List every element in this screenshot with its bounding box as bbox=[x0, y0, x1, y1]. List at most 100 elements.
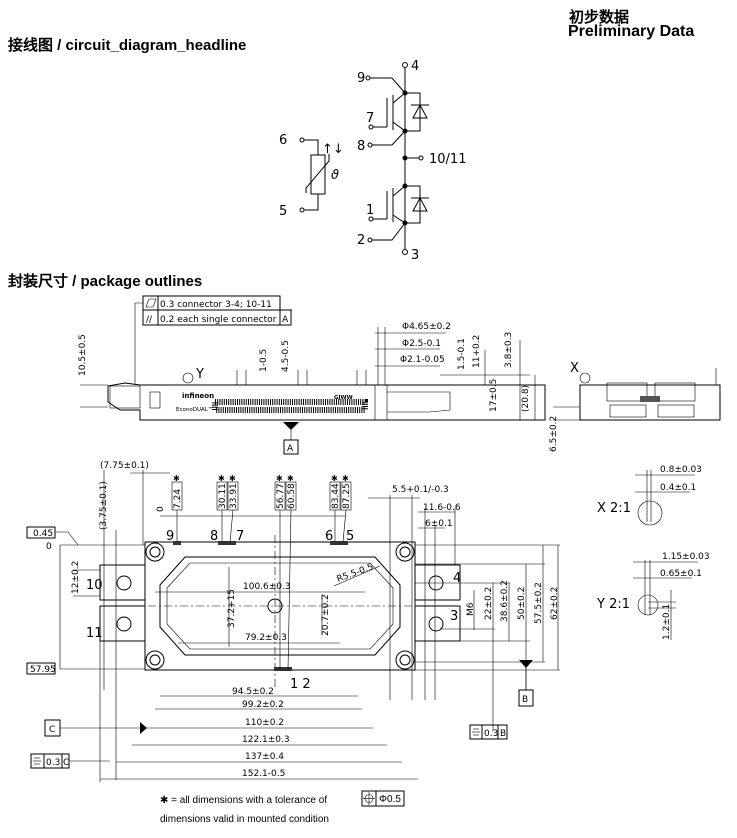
pin-11: 11 bbox=[86, 626, 103, 641]
pin-6: 6 bbox=[325, 529, 333, 544]
dim-phi-4-65: Φ4.65±0.2 bbox=[402, 322, 451, 332]
circuit-diagram-heading: 接线图 / circuit_diagram_headline bbox=[8, 37, 247, 54]
star-mark: ✱ bbox=[287, 474, 294, 483]
ntc-thermistor-icon bbox=[299, 137, 330, 213]
pin-pos-30-11: 30.11 bbox=[218, 483, 228, 509]
footnote-line-2: dimensions valid in mounted condition bbox=[160, 814, 329, 825]
dim-17: 17±0.5 bbox=[489, 379, 499, 412]
side-view: // 0.3 connector 3-4; 10-11 0.2 each sin… bbox=[78, 295, 721, 455]
tol-b-ref: B bbox=[500, 729, 506, 739]
detail-y: 1.15±0.03 0.65±0.1 1.2±0.1 Y 2:1 bbox=[596, 552, 710, 640]
brand-logo: infineon bbox=[182, 392, 214, 400]
dim-3-8: 3.8±0.3 bbox=[504, 332, 514, 368]
diode-top-icon bbox=[405, 92, 429, 132]
dim-4-5: 4.5-0.5 bbox=[281, 340, 291, 372]
datum-a: A bbox=[287, 444, 294, 454]
tol-c: 0.3 bbox=[46, 758, 60, 768]
flatness-icon bbox=[145, 298, 157, 308]
dim-57-95: 57.95 bbox=[30, 665, 56, 675]
symmetry-icon bbox=[33, 757, 41, 765]
dim-6: 6±0.1 bbox=[425, 519, 453, 529]
igbt-top-icon bbox=[365, 75, 406, 148]
star-mark: ✱ bbox=[218, 474, 225, 483]
dim-0-4: 0.4±0.1 bbox=[660, 483, 696, 493]
pin-pos-56-77: 56.77 bbox=[276, 483, 286, 509]
dim-99-2: 99.2±0.2 bbox=[242, 700, 284, 710]
dim-137: 137±0.4 bbox=[245, 752, 284, 762]
star-mark: ✱ bbox=[331, 474, 338, 483]
detail-x-title: X 2:1 bbox=[597, 501, 631, 516]
pin-8: 8 bbox=[210, 529, 218, 544]
dim-1: 1-0.5 bbox=[259, 349, 269, 372]
pin-1-2: 1 2 bbox=[290, 677, 311, 692]
dim-r5-5: R5.5-0.5 bbox=[336, 562, 375, 584]
symmetry-icon bbox=[472, 728, 480, 736]
star-mark: ✱ bbox=[173, 474, 180, 483]
pin-label-6: 6 bbox=[279, 133, 287, 148]
footnote: ✱ = all dimensions with a tolerance of Φ… bbox=[160, 790, 405, 825]
pin-5: 5 bbox=[346, 529, 354, 544]
dim-0-8: 0.8±0.03 bbox=[660, 465, 702, 475]
dim-79-2: 79.2±0.3 bbox=[245, 633, 287, 643]
view-x-label: X bbox=[570, 361, 579, 376]
status-cn: 初步数据 bbox=[569, 9, 630, 26]
pin-4: 4 bbox=[453, 571, 461, 586]
dim-20-7: 20.7±0.2 bbox=[321, 594, 331, 636]
dim-1-2: 1.2±0.1 bbox=[662, 604, 672, 640]
note-row-2: 0.2 each single connector bbox=[160, 315, 277, 325]
dim-11-6: 11.6-0.6 bbox=[423, 503, 461, 513]
pin-pos-33-91: 33.91 bbox=[229, 483, 239, 509]
note-ref: A bbox=[282, 315, 289, 325]
dim-phi-2-1: Φ2.1-0.05 bbox=[400, 355, 445, 365]
package-outlines-heading: 封装尺寸 / package outlines bbox=[8, 273, 203, 290]
pin-pos-7-24: 7.24 bbox=[173, 489, 183, 509]
dim-phi-2-5: Φ2.5-0.1 bbox=[402, 339, 441, 349]
pin-label-7: 7 bbox=[366, 111, 374, 126]
dim-37-2: 37.2+15 bbox=[227, 589, 237, 628]
ntc-symbol: ϑ bbox=[331, 168, 339, 183]
detail-x: 0.8±0.03 0.4±0.1 X 2:1 bbox=[597, 465, 702, 526]
dim-94-5: 94.5±0.2 bbox=[232, 687, 274, 697]
zero-ref: 0 bbox=[156, 506, 166, 512]
ntc-arrows: ↑↓ bbox=[322, 142, 344, 157]
pin-pos-87-25: 87.25 bbox=[342, 483, 352, 509]
dim-11: 11+0.2 bbox=[472, 335, 482, 368]
dim-0-65: 0.65±0.1 bbox=[660, 569, 702, 579]
datum-b: B bbox=[522, 695, 528, 705]
pin-10: 10 bbox=[86, 578, 103, 593]
dim-10-5: 10.5±0.5 bbox=[78, 334, 88, 376]
circuit-diagram: ↑↓ ϑ 4 9 7 8 10/11 1 2 3 6 5 bbox=[279, 59, 466, 263]
tol-c-ref: C bbox=[63, 758, 69, 768]
pin-label-4: 4 bbox=[411, 59, 419, 74]
top-view: 7.24 30.11 33.91 56.77 60.58 83.44 87.25… bbox=[26, 461, 560, 782]
diode-bottom-icon bbox=[405, 185, 429, 224]
pin-label-2: 2 bbox=[357, 233, 365, 248]
datum-c: C bbox=[49, 725, 55, 735]
product-name: EconoDUAL™ bbox=[176, 406, 213, 413]
dim-62: 62±0.2 bbox=[550, 587, 560, 620]
pin-7: 7 bbox=[236, 529, 244, 544]
dim-22: 22±0.2 bbox=[484, 587, 494, 620]
dim-0-45: 0.45 bbox=[33, 529, 53, 539]
pin-label-5: 5 bbox=[279, 204, 287, 219]
dim-12: 12±0.2 bbox=[71, 561, 81, 594]
dim-152-1: 152.1-0.5 bbox=[242, 769, 285, 779]
dim-zero: 0 bbox=[46, 542, 52, 552]
note-row-1: 0.3 connector 3-4; 10-11 bbox=[160, 300, 272, 310]
igbt-bottom-icon bbox=[367, 185, 406, 243]
dim-122-1: 122.1±0.3 bbox=[242, 735, 290, 745]
pin-3: 3 bbox=[450, 609, 458, 624]
dim-1-15: 1.15±0.03 bbox=[662, 552, 710, 562]
dim-38-6: 38.6±0.2 bbox=[500, 580, 510, 622]
pin-pos-83-44: 83.44 bbox=[331, 483, 341, 509]
star-mark: ✱ bbox=[276, 474, 283, 483]
dim-57-5: 57.5±0.2 bbox=[534, 582, 544, 624]
pin-label-9: 9 bbox=[357, 71, 365, 86]
dim-50: 50±0.2 bbox=[517, 587, 527, 620]
star-mark: ✱ bbox=[342, 474, 349, 483]
footnote-line-1: ✱ = all dimensions with a tolerance of bbox=[160, 795, 327, 806]
pin-label-8: 8 bbox=[357, 139, 365, 154]
pin-label-3: 3 bbox=[411, 248, 419, 263]
dim-1-5: 1.5-0.1 bbox=[457, 338, 467, 370]
